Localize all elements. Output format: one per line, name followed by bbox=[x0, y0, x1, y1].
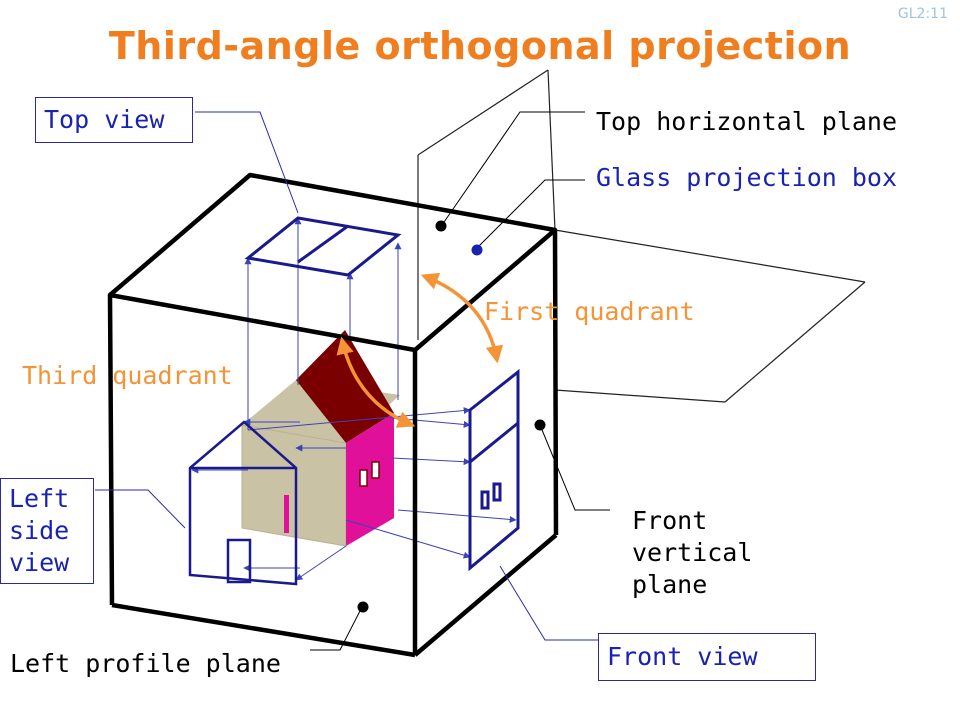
house-wall-front bbox=[241, 424, 347, 547]
left-side-view-projection bbox=[188, 420, 298, 586]
house-wall-right bbox=[346, 413, 394, 546]
left-side-view-label: Left side view bbox=[0, 478, 94, 584]
left-profile-plane-label: Left profile plane bbox=[10, 649, 281, 678]
quadrant-arcs bbox=[336, 272, 504, 428]
leader-lines-black bbox=[310, 111, 610, 651]
house-solid bbox=[241, 330, 400, 547]
pointer-dots bbox=[357, 220, 546, 613]
left-side-view-line-3: view bbox=[9, 548, 70, 577]
top-horizontal-plane-label: Top horizontal plane bbox=[596, 107, 898, 136]
left-side-view-line-1: Left bbox=[9, 484, 70, 513]
dot-profile-plane bbox=[357, 601, 369, 613]
third-quadrant-label: Third quadrant bbox=[22, 361, 233, 390]
glass-projection-box-label: Glass projection box bbox=[596, 163, 898, 192]
front-vertical-plane-line-3: plane bbox=[632, 570, 708, 599]
front-view-label: Front view bbox=[598, 633, 816, 681]
dot-front-plane bbox=[534, 419, 546, 431]
house-window-2 bbox=[371, 461, 380, 479]
front-vertical-plane-line-1: Front bbox=[632, 506, 708, 535]
front-vertical-plane-line-2: vertical bbox=[632, 538, 753, 567]
top-view-projection bbox=[244, 216, 402, 277]
first-quadrant-label: First quadrant bbox=[484, 297, 695, 326]
house-window-1 bbox=[359, 469, 368, 487]
dot-glass-box bbox=[471, 244, 483, 256]
top-view-label: Top view bbox=[35, 97, 193, 143]
front-view-projection bbox=[468, 368, 520, 572]
reference-planes bbox=[417, 69, 866, 403]
slide-id: GL2:11 bbox=[897, 6, 948, 22]
page-title: Third-angle orthogonal projection bbox=[108, 24, 852, 68]
house-door bbox=[284, 495, 289, 533]
dot-top-plane bbox=[435, 220, 447, 232]
left-side-view-line-2: side bbox=[9, 516, 70, 545]
front-vertical-plane-label: Front vertical plane bbox=[632, 505, 752, 601]
